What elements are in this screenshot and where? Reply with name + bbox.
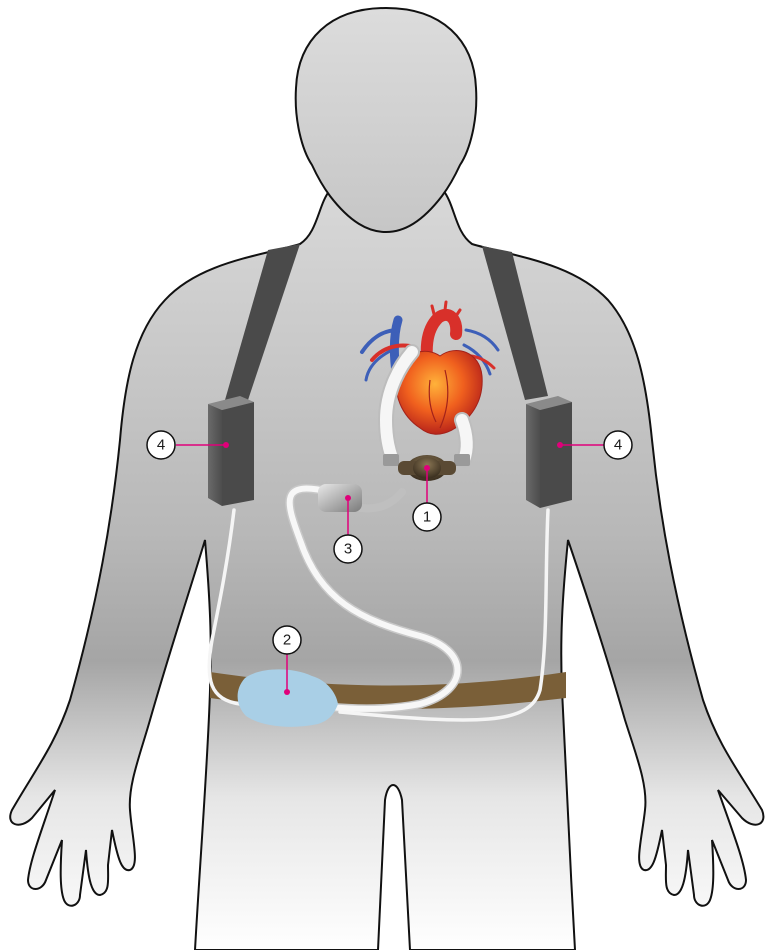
dot-3 bbox=[345, 495, 351, 501]
battery-right-side bbox=[540, 402, 572, 508]
dot-4-left bbox=[223, 442, 229, 448]
dot-4-right bbox=[557, 442, 563, 448]
callout-battery-right-label: 4 bbox=[614, 437, 622, 454]
callout-pump-label: 1 bbox=[423, 509, 431, 526]
pump-inlet-fitting bbox=[383, 454, 399, 466]
callout-battery-right: 4 bbox=[604, 431, 632, 459]
torso-outline bbox=[10, 190, 763, 950]
battery-right-front bbox=[526, 404, 540, 508]
battery-left-side bbox=[222, 402, 254, 506]
callout-battery-left-label: 4 bbox=[157, 437, 165, 454]
head-outline bbox=[296, 8, 477, 232]
battery-left bbox=[208, 396, 254, 506]
callout-controller: 2 bbox=[273, 626, 301, 654]
connector-shell bbox=[318, 484, 362, 512]
callout-battery-left: 4 bbox=[147, 431, 175, 459]
dot-2 bbox=[284, 689, 290, 695]
callout-connector-label: 3 bbox=[344, 541, 352, 558]
battery-right bbox=[526, 396, 572, 508]
dot-1 bbox=[424, 465, 430, 471]
body-silhouette bbox=[10, 8, 763, 950]
pump-outlet-fitting bbox=[454, 454, 470, 466]
callout-connector: 3 bbox=[334, 535, 362, 563]
callout-pump: 1 bbox=[413, 503, 441, 531]
battery-left-front bbox=[208, 404, 222, 506]
callout-controller-label: 2 bbox=[283, 632, 291, 649]
connector-icon bbox=[318, 484, 362, 512]
